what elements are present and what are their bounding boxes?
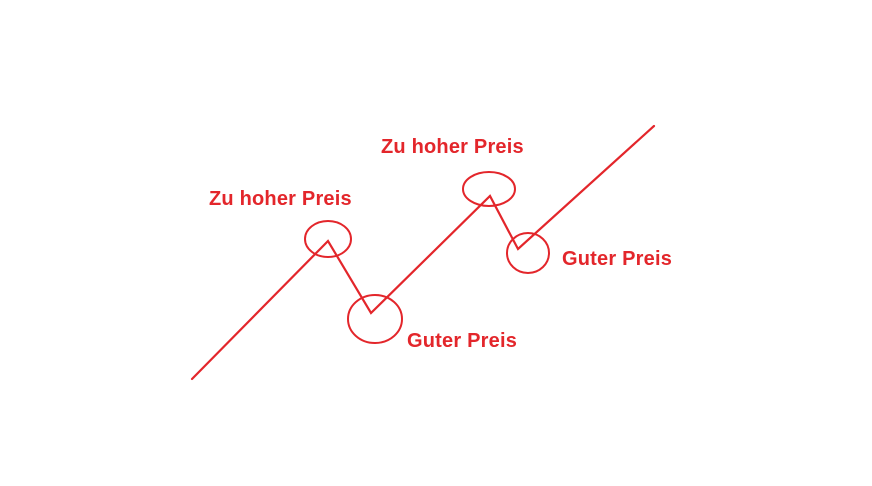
- good-price-circle-1: [347, 294, 403, 344]
- price-trend-line: [190, 124, 656, 381]
- good-price-label-2: Guter Preis: [562, 248, 673, 270]
- good-price-circle-2: [506, 232, 550, 274]
- high-price-label-1: Zu hoher Preis: [209, 188, 352, 210]
- good-price-label-1: Guter Preis: [407, 330, 518, 352]
- high-price-circle-2: [462, 171, 516, 207]
- high-price-label-2: Zu hoher Preis: [381, 136, 524, 158]
- high-price-circle-1: [304, 220, 352, 258]
